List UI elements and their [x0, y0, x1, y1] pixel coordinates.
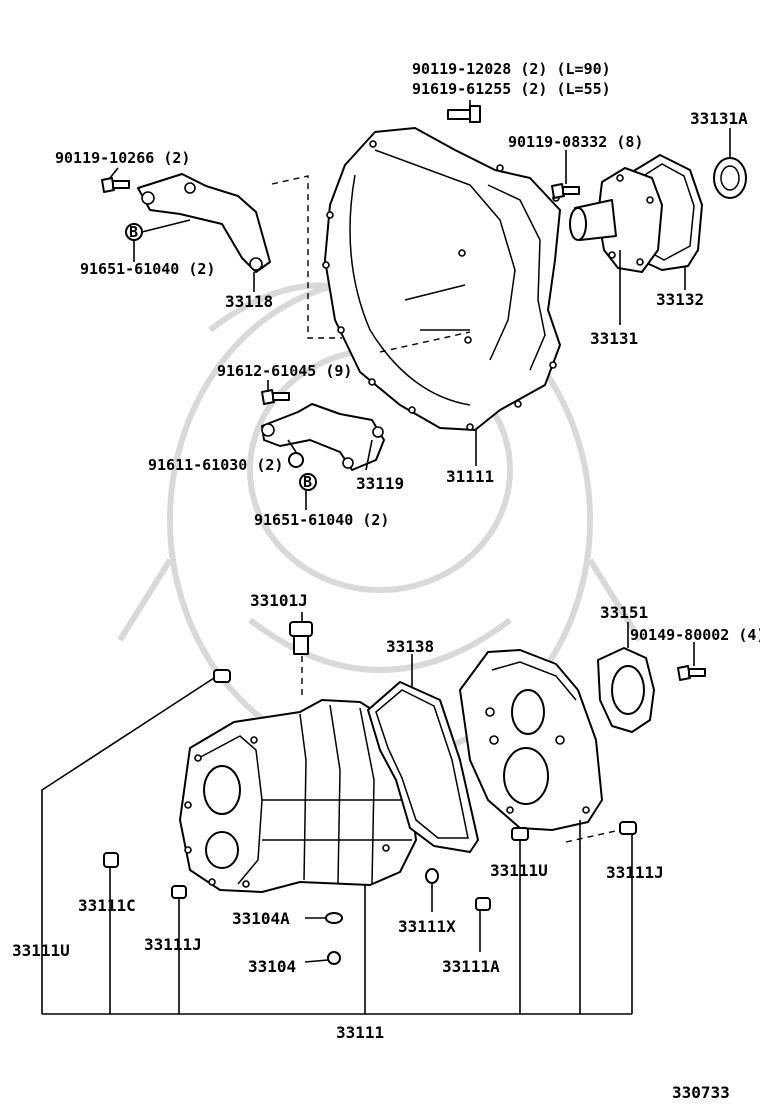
label-33138: 33138 — [386, 637, 434, 656]
bolt-90149-80002[interactable] — [677, 665, 706, 681]
dowel-pin-33111J-right[interactable] — [619, 821, 637, 835]
washer-b-top[interactable]: B — [125, 223, 143, 241]
label-washer-91651-61040-bottom: 91651-61040 (2) — [254, 511, 389, 529]
label-bolt-90119-08332: 90119-08332 (8) — [508, 133, 643, 151]
label-nut-91611-61030: 91611-61030 (2) — [148, 456, 283, 474]
label-33111U-right: 33111U — [490, 861, 548, 880]
bolt-90119-08332[interactable] — [551, 183, 580, 199]
leader — [287, 439, 297, 453]
oil-seal-33131A[interactable] — [713, 157, 747, 199]
label-bolt-90119-10266: 90119-10266 (2) — [55, 149, 190, 167]
plug-33111A[interactable] — [475, 897, 491, 911]
label-bolt-90149-80002: 90149-80002 (4) — [630, 626, 760, 644]
bracket-33119[interactable] — [261, 403, 385, 471]
bolt-33104[interactable] — [327, 951, 341, 965]
leader — [109, 167, 119, 179]
label-bolt-90119-12028: 90119-12028 (2) (L=90) — [412, 60, 611, 78]
dowel-pin-33111U-left[interactable] — [213, 669, 231, 683]
label-33111: 33111 — [336, 1023, 384, 1042]
dowel-pin-33111J-left[interactable] — [171, 885, 187, 899]
label-33131: 33131 — [590, 329, 638, 348]
label-bolt-91612-61045: 91612-61045 (9) — [217, 362, 352, 380]
washer-b-bottom[interactable]: B — [299, 473, 317, 491]
nut-91611-61030[interactable] — [288, 452, 304, 468]
label-33111U-left: 33111U — [12, 941, 70, 960]
label-33111J-left: 33111J — [144, 935, 202, 954]
label-33111X: 33111X — [398, 917, 456, 936]
label-33151: 33151 — [600, 603, 648, 622]
assembly-dash-line — [379, 331, 471, 353]
label-33104A: 33104A — [232, 909, 290, 928]
breather-plug-33101J[interactable] — [289, 621, 313, 655]
label-31111: 31111 — [446, 467, 494, 486]
label-33104: 33104 — [248, 957, 296, 976]
leader — [141, 219, 191, 233]
assembly-dash-line — [565, 829, 621, 843]
bolt-90119-12028[interactable] — [447, 100, 481, 123]
cover-33151[interactable] — [597, 647, 655, 733]
bearing-retainer-33131[interactable] — [569, 167, 663, 273]
label-33131A: 33131A — [690, 109, 748, 128]
transmission-case-33111[interactable] — [179, 699, 417, 893]
gasket-33138[interactable] — [367, 681, 479, 853]
dowel-pin-33111U-right[interactable] — [511, 827, 529, 841]
washer-letter: B — [303, 473, 312, 491]
plug-33111X[interactable] — [425, 868, 439, 884]
label-33111A: 33111A — [442, 957, 500, 976]
bottom-leader-lines — [41, 677, 633, 1015]
label-bolt-91619-61255: 91619-61255 (2) (L=55) — [412, 80, 611, 98]
extension-housing[interactable] — [459, 649, 603, 831]
label-washer-91651-61040-top: 91651-61040 (2) — [80, 260, 215, 278]
ring-33104A[interactable] — [325, 912, 343, 924]
bracket-33118[interactable] — [137, 173, 271, 273]
clutch-housing-31111[interactable] — [322, 127, 561, 431]
label-33101J: 33101J — [250, 591, 308, 610]
bolt-90119-10266[interactable] — [101, 177, 130, 193]
plug-33111C[interactable] — [103, 852, 119, 868]
leader — [365, 439, 373, 471]
label-33132: 33132 — [656, 290, 704, 309]
label-33111J-right: 33111J — [606, 863, 664, 882]
label-33111C: 33111C — [78, 896, 136, 915]
label-diagram-code: 330733 — [672, 1083, 730, 1102]
label-33119: 33119 — [356, 474, 404, 493]
label-33118: 33118 — [225, 292, 273, 311]
washer-letter: B — [129, 223, 138, 241]
